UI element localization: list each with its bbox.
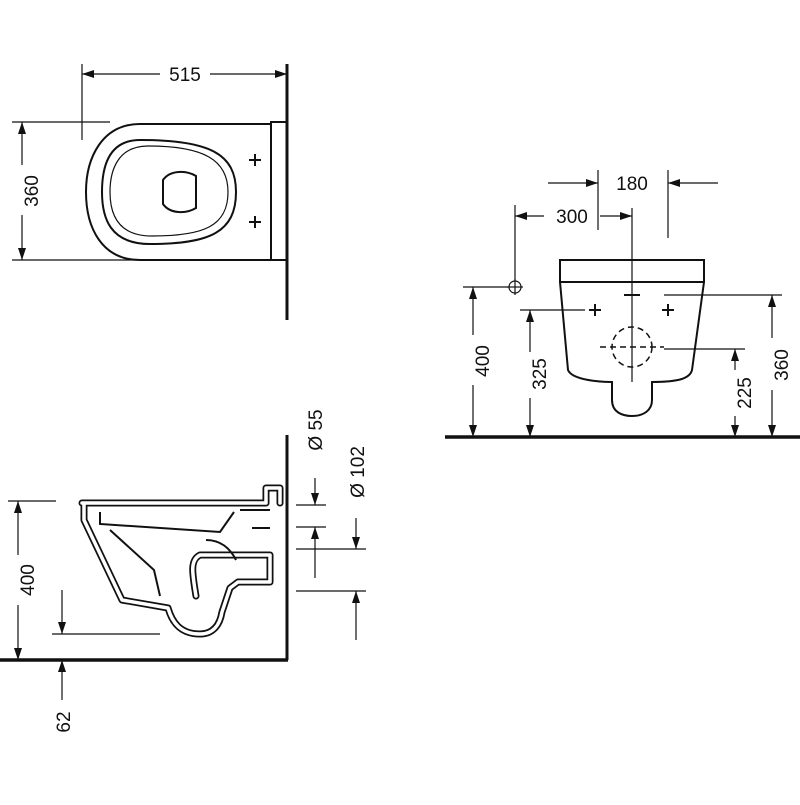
front-view-325-arrow-top xyxy=(526,310,534,322)
top-view-inner-bowl xyxy=(109,145,229,237)
front-view-height-label-right: 360 xyxy=(772,349,793,381)
side-view-400-arrow-top xyxy=(14,501,22,513)
front-view-180-arrow-right xyxy=(668,179,680,187)
side-view-d102-arrow-top xyxy=(352,537,360,549)
side-view: Ø 55 Ø 102 400 62 xyxy=(0,409,369,733)
front-view-400-arrow-bottom xyxy=(469,425,477,437)
top-view-width-arrow-left xyxy=(82,70,94,78)
front-view-fixing-left xyxy=(589,304,601,316)
top-view-drain xyxy=(162,170,197,214)
side-view-inner-rim xyxy=(99,511,235,534)
top-view-width-arrow-right xyxy=(275,70,287,78)
side-view-trap-inner xyxy=(205,539,237,561)
top-view-inner-rim xyxy=(100,138,238,246)
top-view-bowl-outline xyxy=(84,123,271,261)
top-view-depth-label: 360 xyxy=(22,175,43,207)
front-view-spacing-label: 180 xyxy=(616,174,648,195)
front-view-325-arrow-bottom xyxy=(526,425,534,437)
side-view-d55-arrow-top xyxy=(311,493,319,505)
side-view-inner-wall xyxy=(109,529,161,597)
front-view-body xyxy=(559,281,705,418)
front-view-225-arrow-bottom xyxy=(731,425,739,437)
side-view-floor-offset-label: 62 xyxy=(54,711,75,732)
front-view-offset-label: 300 xyxy=(556,207,588,228)
front-view-360-arrow-top xyxy=(768,295,776,307)
top-view-fixing-top xyxy=(249,154,261,166)
front-view-fixing-right xyxy=(662,304,674,316)
front-view-180-arrow-left xyxy=(586,179,598,187)
side-view-bowl xyxy=(78,484,284,638)
side-view-400-arrow-bottom xyxy=(14,648,22,660)
top-view-width-label: 515 xyxy=(169,65,201,86)
front-view: 180 300 400 325 225 360 xyxy=(445,170,800,439)
front-view-360-arrow-bottom xyxy=(768,425,776,437)
side-view-d55-arrow-bottom xyxy=(311,527,319,539)
top-view-depth-arrow-top xyxy=(18,122,26,134)
side-view-62-arrow-bottom xyxy=(58,660,66,672)
front-view-wall-symbol xyxy=(507,279,523,295)
front-view-outlet-label: 225 xyxy=(735,377,756,409)
side-view-diameter-small-label: Ø 55 xyxy=(306,409,327,450)
top-view-depth-arrow-bottom xyxy=(18,248,26,260)
side-view-diameter-large-label: Ø 102 xyxy=(348,446,369,498)
front-view-inlet-label: 325 xyxy=(530,358,551,390)
top-view-wall-plate xyxy=(270,121,288,261)
side-view-height-label: 400 xyxy=(18,564,39,596)
front-view-300-arrow-right xyxy=(620,212,632,220)
front-view-300-arrow-left xyxy=(515,212,527,220)
front-view-400-arrow-top xyxy=(469,287,477,299)
front-view-height-label-left: 400 xyxy=(473,345,494,377)
top-view: 515 360 xyxy=(12,64,289,320)
top-view-fixing-bottom xyxy=(249,216,261,228)
side-view-d102-arrow-bottom xyxy=(352,591,360,603)
side-view-62-arrow-top xyxy=(58,622,66,634)
front-view-225-arrow-top xyxy=(731,349,739,361)
